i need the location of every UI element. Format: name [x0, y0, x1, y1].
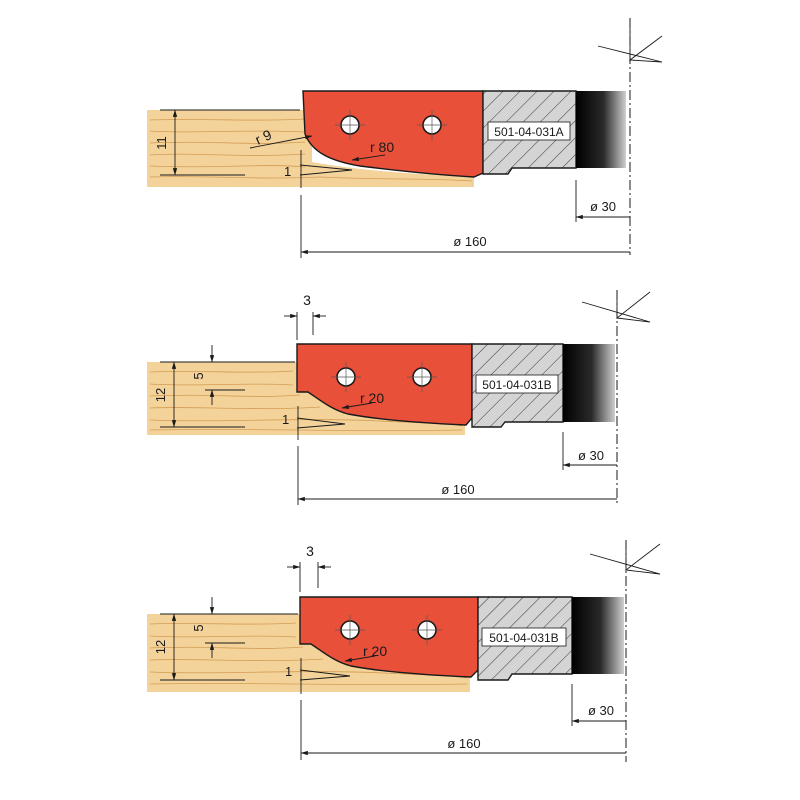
hub-1: [576, 91, 626, 168]
part-number-box-1: [487, 121, 571, 141]
height-label-1: 11: [154, 136, 169, 150]
hub-3: [572, 597, 624, 674]
angle-label-3: 1: [285, 664, 292, 679]
angle-label-1: 1: [284, 164, 291, 179]
height-label-2: 12: [153, 388, 168, 402]
diameter-label-2: ø 160: [441, 482, 474, 497]
offset-label-2: 3: [303, 292, 311, 308]
screw-hole-icon: [417, 110, 447, 140]
angle-label-2: 1: [282, 412, 289, 427]
screw-hole-icon: [335, 615, 365, 645]
profile-radius-label-3: r 20: [363, 643, 387, 659]
cutter-knife-1: [302, 90, 484, 178]
cutter-diagram-1: 501-04-031A 11 r 9 r 80 1 ø 30 ø 160: [147, 18, 663, 258]
hub-2: [563, 344, 615, 422]
screw-hole-icon: [331, 362, 361, 392]
screw-hole-icon: [407, 362, 437, 392]
part-number-3: 501-04-031B: [489, 631, 558, 645]
part-number-1: 501-04-031A: [494, 125, 563, 139]
step-label-2: 5: [191, 372, 206, 379]
screw-hole-icon: [412, 615, 442, 645]
part-number-2: 501-04-031B: [482, 378, 551, 392]
profile-radius-label-2: r 20: [360, 390, 384, 406]
section-arrow-icon: [589, 540, 661, 575]
section-arrow-icon: [581, 290, 651, 323]
offset-label-3: 3: [306, 543, 314, 559]
radius-label-1: r 9: [253, 126, 275, 147]
cutter-diagram-2: 501-04-031B 3 12 5 r 20 1 ø 30 ø 160: [147, 290, 651, 505]
bore-label-1: ø 30: [590, 199, 616, 214]
cutter-knife-2: [296, 343, 473, 426]
height-label-3: 12: [153, 640, 168, 654]
cutter-diagram-3: 501-04-031B 3 12 5 r 20 1 ø 30 ø 160: [147, 540, 661, 762]
section-arrow-icon: [597, 18, 663, 63]
part-number-box-2: [475, 374, 559, 394]
diameter-label-3: ø 160: [447, 736, 480, 751]
part-number-box-3: [481, 627, 567, 647]
screw-hole-icon: [335, 110, 365, 140]
bore-label-3: ø 30: [588, 703, 614, 718]
step-label-3: 5: [191, 624, 206, 631]
profile-radius-label-1: r 80: [370, 139, 394, 155]
cutter-knife-3: [299, 596, 479, 678]
bore-label-2: ø 30: [578, 448, 604, 463]
diameter-label-1: ø 160: [453, 234, 486, 249]
